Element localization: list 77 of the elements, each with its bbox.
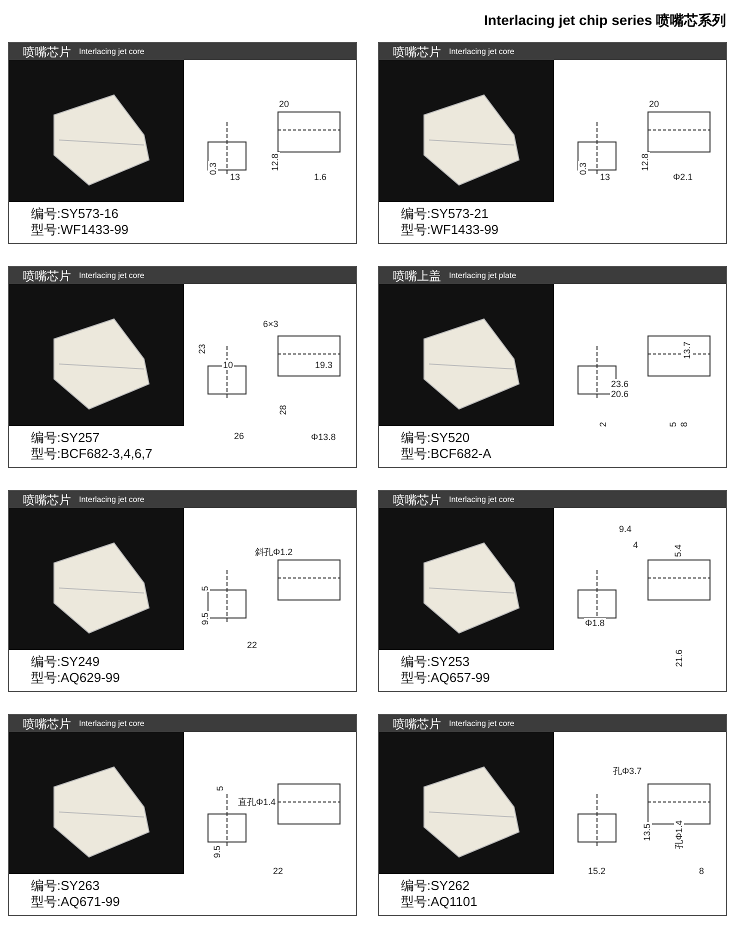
dimension-label: 23.6 <box>610 379 630 389</box>
dimension-label: 21.6 <box>674 648 684 668</box>
item-code: 编号:SY573-21 <box>401 205 488 223</box>
card-title: 喷嘴芯片 <box>23 268 71 285</box>
dimension-label: 孔Φ3.7 <box>612 766 643 776</box>
dimension-label: 0.3 <box>578 161 588 176</box>
model-number: 型号:AQ671-99 <box>31 893 120 911</box>
model-number: 型号:BCF682-A <box>401 445 492 463</box>
product-card <box>8 490 357 692</box>
dimension-label: 9.5 <box>212 844 222 859</box>
item-code: 编号:SY262 <box>401 877 470 895</box>
dimension-label: 20.6 <box>610 389 630 399</box>
item-code: 编号:SY253 <box>401 653 470 671</box>
dimension-label: 9.5 <box>200 611 210 626</box>
dimension-label: 13 <box>229 172 242 182</box>
product-card <box>378 266 727 468</box>
dimension-label: 6×3 <box>262 319 280 329</box>
model-number: 型号:AQ657-99 <box>401 669 490 687</box>
card-title: 喷嘴芯片 <box>23 716 71 733</box>
card-title: 喷嘴芯片 <box>23 492 71 509</box>
card-subtitle: Interlacing jet core <box>79 47 144 56</box>
item-code: 编号:SY263 <box>31 877 100 895</box>
card-subtitle: Interlacing jet core <box>79 719 144 728</box>
product-card <box>8 714 357 916</box>
dimension-label: 8 <box>698 866 706 876</box>
dimension-label: 26 <box>233 431 246 441</box>
dimension-label: 23 <box>197 342 207 355</box>
dimension-label: 孔Φ1.4 <box>674 819 684 850</box>
item-code: 编号:SY257 <box>31 429 100 447</box>
model-number: 型号:WF1433-99 <box>401 221 499 239</box>
dimension-label: 斜孔Φ1.2 <box>254 547 294 557</box>
item-code: 编号:SY520 <box>401 429 470 447</box>
card-subtitle: Interlacing jet core <box>449 495 514 504</box>
dimension-label: Φ2.1 <box>672 172 694 182</box>
dimension-label: 4 <box>632 540 640 550</box>
dimension-label: 0.3 <box>208 161 218 176</box>
dimension-label: 12.8 <box>270 152 280 172</box>
dimension-label: 20 <box>278 99 290 109</box>
model-number: 型号:AQ1101 <box>401 893 478 911</box>
dimension-label: 15.2 <box>587 866 607 876</box>
dimension-label: 19.3 <box>314 360 334 370</box>
dimension-label: 22 <box>272 866 284 876</box>
product-card <box>378 490 727 692</box>
dimension-label: 13.7 <box>682 340 692 360</box>
model-number: 型号:AQ629-99 <box>31 669 120 687</box>
dimension-label: Φ1.8 <box>584 618 606 628</box>
model-number: 型号:WF1433-99 <box>31 221 129 239</box>
dimension-label: 直孔Φ1.4 <box>237 797 277 807</box>
dimension-label: 13 <box>599 172 612 182</box>
product-card <box>8 266 357 468</box>
card-title: 喷嘴上盖 <box>393 268 441 285</box>
dimension-label: 10 <box>222 360 234 370</box>
card-title: 喷嘴芯片 <box>393 492 441 509</box>
model-number: 型号:BCF682-3,4,6,7 <box>31 445 152 463</box>
card-title: 喷嘴芯片 <box>393 44 441 61</box>
item-code: 编号:SY573-16 <box>31 205 118 223</box>
dimension-label: 1.6 <box>313 172 328 182</box>
dimension-label: 13.5 <box>642 822 652 842</box>
card-subtitle: Interlacing jet core <box>79 271 144 280</box>
product-card <box>378 714 727 916</box>
card-title: 喷嘴芯片 <box>393 716 441 733</box>
dimension-label: Φ13.8 <box>310 432 337 442</box>
dimension-label: 12.8 <box>640 152 650 172</box>
product-card <box>378 42 727 244</box>
dimension-label: 9.4 <box>618 524 633 534</box>
product-card <box>8 42 357 244</box>
card-title: 喷嘴芯片 <box>23 44 71 61</box>
card-subtitle: Interlacing jet core <box>79 495 144 504</box>
dimension-label: 28 <box>278 404 288 416</box>
card-subtitle: Interlacing jet core <box>449 47 514 56</box>
dimension-label: 20 <box>648 99 660 109</box>
card-subtitle: Interlacing jet plate <box>449 271 516 280</box>
dimension-label: 22 <box>246 640 258 650</box>
dimension-label: 5.4 <box>673 543 683 558</box>
item-code: 编号:SY249 <box>31 653 100 671</box>
card-subtitle: Interlacing jet core <box>449 719 514 728</box>
page-title: Interlacing jet chip series 喷嘴芯系列 <box>484 12 726 30</box>
